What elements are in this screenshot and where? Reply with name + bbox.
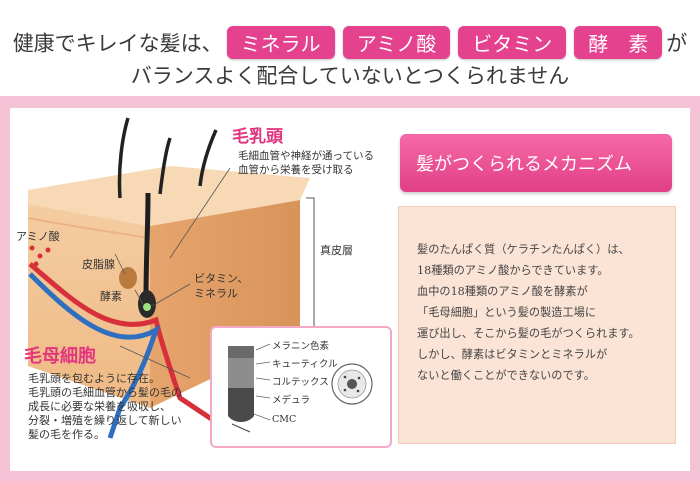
artery: [28, 262, 242, 441]
content-panel: 毛乳頭 毛細血管や神経が通っている 血管から栄養を受け取る アミノ酸 皮脂腺 酵…: [10, 108, 690, 471]
sebaceous-gland: [119, 267, 137, 289]
hair-structure-illustration: [228, 343, 373, 433]
hair-papilla-desc-1: 毛細血管や神経が通っている: [238, 150, 374, 162]
scalp-illustration: [27, 117, 315, 441]
mechanism-text: 髪のたんぱく質（ケラチンたんぱく）は、 18種類のアミノ酸からできています。 血…: [417, 239, 667, 386]
scalp-diagram: 毛乳頭 毛細血管や神経が通っている 血管から栄養を受け取る アミノ酸 皮脂腺 酵…: [10, 108, 400, 471]
enzyme-label: 酵素: [100, 290, 122, 303]
hair-structure-box: メラニン色素 キューティクル コルテックス メデュラ CMC: [210, 326, 392, 448]
headline-prefix: 健康でキレイな髪は、: [12, 31, 223, 56]
matrix-desc-3: 成長に必要な栄養を吸収し、: [28, 400, 171, 413]
pill-amino-acid: アミノ酸: [342, 26, 451, 59]
hair-papilla-title: 毛乳頭: [232, 127, 283, 147]
headline-suffix: が: [666, 31, 688, 56]
sebaceous-gland-label: 皮脂腺: [82, 258, 115, 271]
medulla-label: メデュラ: [272, 395, 311, 406]
mechanism-title-banner: 髪がつくられるメカニズム: [400, 134, 672, 192]
mechanism-line: ないと働くことができないのです。: [417, 369, 595, 382]
vein: [28, 272, 161, 439]
mineral-label: ミネラル: [194, 287, 238, 300]
hair-papilla: [143, 303, 151, 311]
mechanism-line: 運び出し、そこから髪の毛がつくられます。: [417, 327, 640, 340]
matrix-desc-4: 分裂・増殖を繰り返して新しい: [28, 414, 182, 427]
mechanism-line: しかし、酵素はビタミンとミネラルが: [417, 348, 608, 361]
skin-top-face: [28, 166, 310, 226]
pill-mineral: ミネラル: [226, 26, 335, 59]
matrix-desc-2: 毛乳頭の毛細血管から髪の毛の: [28, 386, 182, 399]
hair-strand: [117, 117, 130, 199]
hair-strand: [158, 137, 172, 195]
mechanism-line: 血中の18種類のアミノ酸を酵素が: [417, 285, 588, 298]
melanin-label: メラニン色素: [272, 341, 330, 352]
mechanism-title: 髪がつくられるメカニズム: [416, 154, 632, 175]
hair-papilla-desc-2: 血管から栄養を受け取る: [238, 164, 354, 176]
vitamin-label: ビタミン、: [194, 272, 249, 285]
headline-line1: 健康でキレイな髪は、ミネラルアミノ酸ビタミン酵 素が: [0, 26, 700, 59]
pill-vitamin: ビタミン: [458, 26, 567, 59]
headline-line2: バランスよく配合していないとつくられません: [130, 64, 570, 88]
matrix-desc-5: 髪の毛を作る。: [28, 428, 105, 441]
mechanism-line: 「毛母細胞」という髪の製造工場に: [417, 306, 597, 319]
pill-enzyme: 酵 素: [574, 26, 663, 59]
amino-acid-label: アミノ酸: [16, 230, 60, 243]
matrix-cell-title: 毛母細胞: [24, 346, 96, 367]
headline: 健康でキレイな髪は、ミネラルアミノ酸ビタミン酵 素が バランスよく配合していない…: [0, 0, 700, 92]
matrix-desc-1: 毛乳頭を包むように存在。: [28, 372, 160, 385]
mechanism-line: 18種類のアミノ酸からできています。: [417, 264, 609, 277]
skin-front-face: [28, 204, 150, 408]
cortex-label: コルテックス: [272, 377, 329, 388]
cmc-label: CMC: [272, 414, 297, 425]
cuticle-label: キューティクル: [272, 359, 338, 370]
skin-side-face: [150, 200, 300, 408]
mechanism-text-box: 髪のたんぱく質（ケラチンたんぱく）は、 18種類のアミノ酸からできています。 血…: [398, 206, 676, 444]
dermis-label: 真皮層: [320, 244, 353, 257]
mechanism-line: 髪のたんぱく質（ケラチンたんぱく）は、: [417, 243, 630, 256]
hair-strand: [198, 129, 218, 187]
content-frame: 毛乳頭 毛細血管や神経が通っている 血管から栄養を受け取る アミノ酸 皮脂腺 酵…: [0, 96, 700, 481]
